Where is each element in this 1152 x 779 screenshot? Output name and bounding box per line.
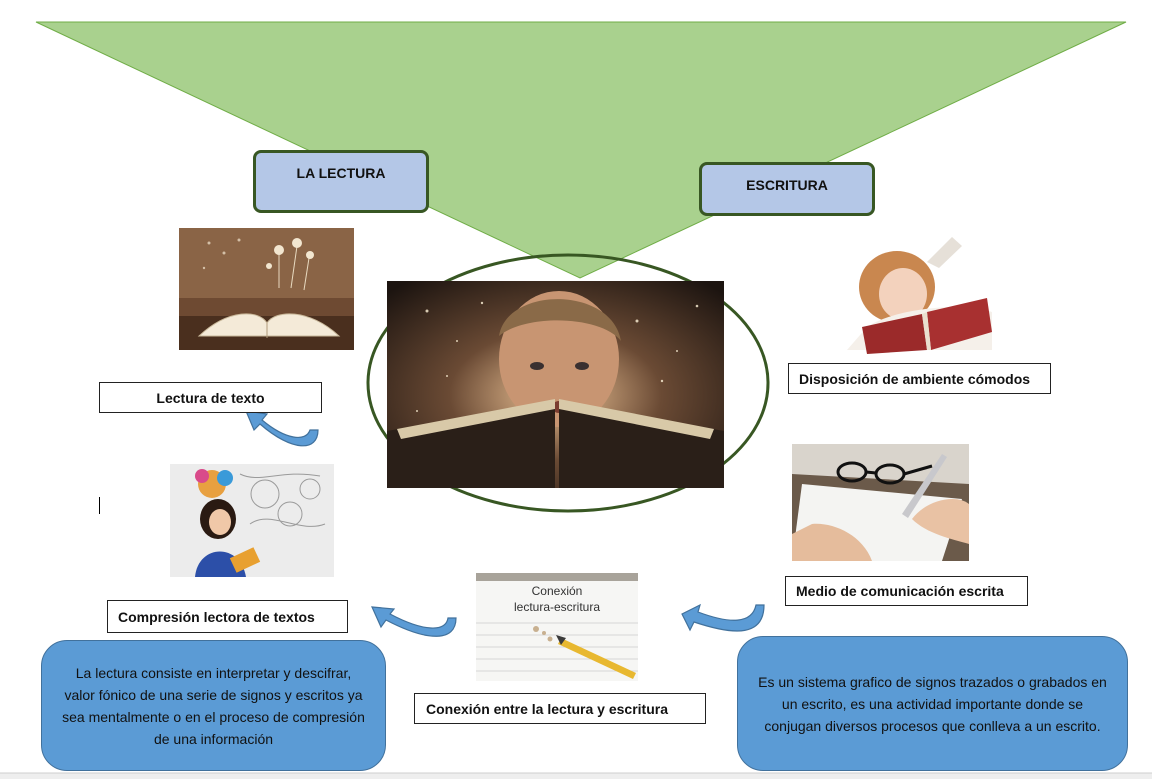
- connection-caption-line1: Conexión: [532, 584, 583, 598]
- hand-writing-glasses-image: [792, 444, 969, 561]
- text-cursor: [99, 497, 100, 514]
- label-comfortable-environment: Disposición de ambiente cómodos: [788, 363, 1051, 394]
- center-ellipse: [366, 253, 770, 513]
- label-comfortable-environment-text: Disposición de ambiente cómodos: [799, 370, 1031, 387]
- description-reading-text: La lectura consiste en interpretar y des…: [62, 664, 365, 747]
- header-la-lectura-text: LA LECTURA: [296, 165, 386, 181]
- label-text-reading: Lectura de texto: [99, 382, 322, 413]
- description-writing-text: Es un sistema grafico de signos trazados…: [758, 673, 1107, 734]
- label-text-reading-text: Lectura de texto: [156, 389, 265, 406]
- label-connection-text: Conexión entre la lectura y escritura: [426, 700, 668, 717]
- description-reading: La lectura consiste en interpretar y des…: [41, 640, 386, 771]
- label-reading-comprehension-text: Compresión lectora de textos: [118, 608, 315, 625]
- connection-caption-line2: lectura-escritura: [514, 600, 600, 614]
- description-writing: Es un sistema grafico de signos trazados…: [737, 636, 1128, 771]
- open-book-flowers-image: [179, 228, 354, 350]
- curved-arrow-to-text-reading: [245, 410, 319, 447]
- woman-reading-brain-image: [170, 464, 334, 577]
- header-escritura-text: ESCRITURA: [746, 177, 828, 193]
- header-escritura: ESCRITURA: [699, 162, 875, 216]
- label-written-communication: Medio de comunicación escrita: [785, 576, 1028, 606]
- curved-arrow-to-connection: [681, 603, 765, 632]
- header-la-lectura: LA LECTURA: [253, 150, 429, 213]
- woman-reading-lying-image: [827, 232, 1002, 356]
- child-reading-book-image: [387, 281, 724, 488]
- label-connection: Conexión entre la lectura y escritura: [414, 693, 706, 724]
- connection-notebook-image: Conexión lectura-escritura: [476, 573, 638, 681]
- label-reading-comprehension: Compresión lectora de textos: [107, 600, 348, 633]
- curved-arrow-to-comprehension: [371, 606, 457, 637]
- label-written-communication-text: Medio de comunicación escrita: [796, 583, 1004, 599]
